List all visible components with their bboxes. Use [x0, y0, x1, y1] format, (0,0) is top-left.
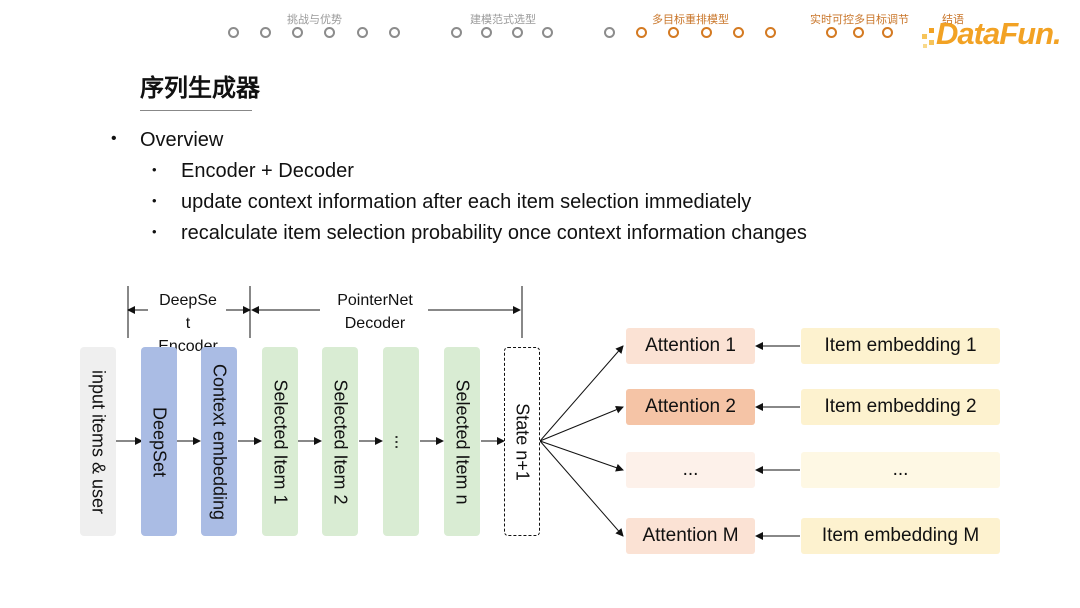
decoder-label: PointerNet Decoder: [322, 289, 428, 335]
item-embedding-1-box: Item embedding 1: [801, 328, 1000, 364]
nav-dot[interactable]: [389, 27, 400, 38]
nav-dot[interactable]: [357, 27, 368, 38]
attention-m-box: Attention M: [626, 518, 755, 554]
bullet-dot: •: [152, 224, 157, 239]
datafun-logo-icon: [922, 28, 934, 48]
nav-section-reranking[interactable]: 多目标重排模型: [652, 13, 729, 26]
encoder-label-line2: t: [185, 315, 191, 332]
deepset-box-label: DeepSet: [149, 406, 170, 477]
logo-text: DataFun.: [936, 16, 1062, 51]
context-embedding-box: Context embedding: [201, 347, 237, 536]
bullet-recalculate: recalculate item selection probability o…: [181, 222, 807, 244]
nav-section-conclusion[interactable]: 结语: [942, 13, 964, 26]
bullet-dot: •: [152, 162, 157, 177]
selected-item-ellipsis-box: ...: [383, 347, 419, 536]
selected-item-n-label: Selected Item n: [452, 378, 473, 505]
selected-item-1-label: Selected Item 1: [270, 378, 291, 505]
item-embedding-m-box: Item embedding M: [801, 518, 1000, 554]
nav-dot-active[interactable]: [826, 27, 837, 38]
nav-dot[interactable]: [228, 27, 239, 38]
state-box: State n+1: [504, 347, 540, 536]
nav-section-challenges[interactable]: 挑战与优势: [287, 13, 342, 26]
deepset-box: DeepSet: [141, 347, 177, 536]
bullet-overview: Overview: [140, 129, 224, 151]
input-box: input items & user: [80, 347, 116, 536]
bullet-dot: •: [111, 130, 117, 147]
nav-dot-active[interactable]: [733, 27, 744, 38]
nav-section-realtime[interactable]: 实时可控多目标调节: [810, 13, 909, 26]
nav-dot-active[interactable]: [668, 27, 679, 38]
nav-dot[interactable]: [324, 27, 335, 38]
nav-section-modeling[interactable]: 建模范式选型: [470, 13, 536, 26]
item-embedding-ellipsis-box: ...: [801, 452, 1000, 488]
attention-2-box: Attention 2: [626, 389, 755, 425]
encoder-label: DeepSe t Encoder: [150, 289, 226, 358]
nav-dot-active[interactable]: [701, 27, 712, 38]
selected-item-ellipsis-label: ...: [391, 433, 412, 450]
nav-dot[interactable]: [512, 27, 523, 38]
input-box-label: input items & user: [88, 369, 109, 514]
title-underline: [140, 110, 252, 111]
nav-dot[interactable]: [260, 27, 271, 38]
selected-item-2-box: Selected Item 2: [322, 347, 358, 536]
selected-item-n-box: Selected Item n: [444, 347, 480, 536]
bullet-update-context: update context information after each it…: [181, 191, 752, 213]
nav-dot-active[interactable]: [882, 27, 893, 38]
context-embedding-label: Context embedding: [209, 363, 230, 520]
nav-dot[interactable]: [481, 27, 492, 38]
nav-dot-active[interactable]: [636, 27, 647, 38]
nav-dot[interactable]: [451, 27, 462, 38]
bullet-encoder-decoder: Encoder + Decoder: [181, 160, 354, 182]
nav-dot[interactable]: [542, 27, 553, 38]
nav-dot[interactable]: [604, 27, 615, 38]
nav-dot-active[interactable]: [853, 27, 864, 38]
nav-dot-active[interactable]: [765, 27, 776, 38]
bullet-dot: •: [152, 193, 157, 208]
decoder-label-line1: PointerNet: [337, 292, 413, 309]
page-title: 序列生成器: [140, 74, 260, 102]
decoder-label-line2: Decoder: [344, 315, 406, 332]
state-box-label: State n+1: [512, 402, 533, 481]
nav-dot[interactable]: [292, 27, 303, 38]
encoder-label-line1: DeepSe: [159, 292, 217, 309]
selected-item-1-box: Selected Item 1: [262, 347, 298, 536]
attention-ellipsis-box: ...: [626, 452, 755, 488]
attention-1-box: Attention 1: [626, 328, 755, 364]
item-embedding-2-box: Item embedding 2: [801, 389, 1000, 425]
selected-item-2-label: Selected Item 2: [330, 378, 351, 505]
